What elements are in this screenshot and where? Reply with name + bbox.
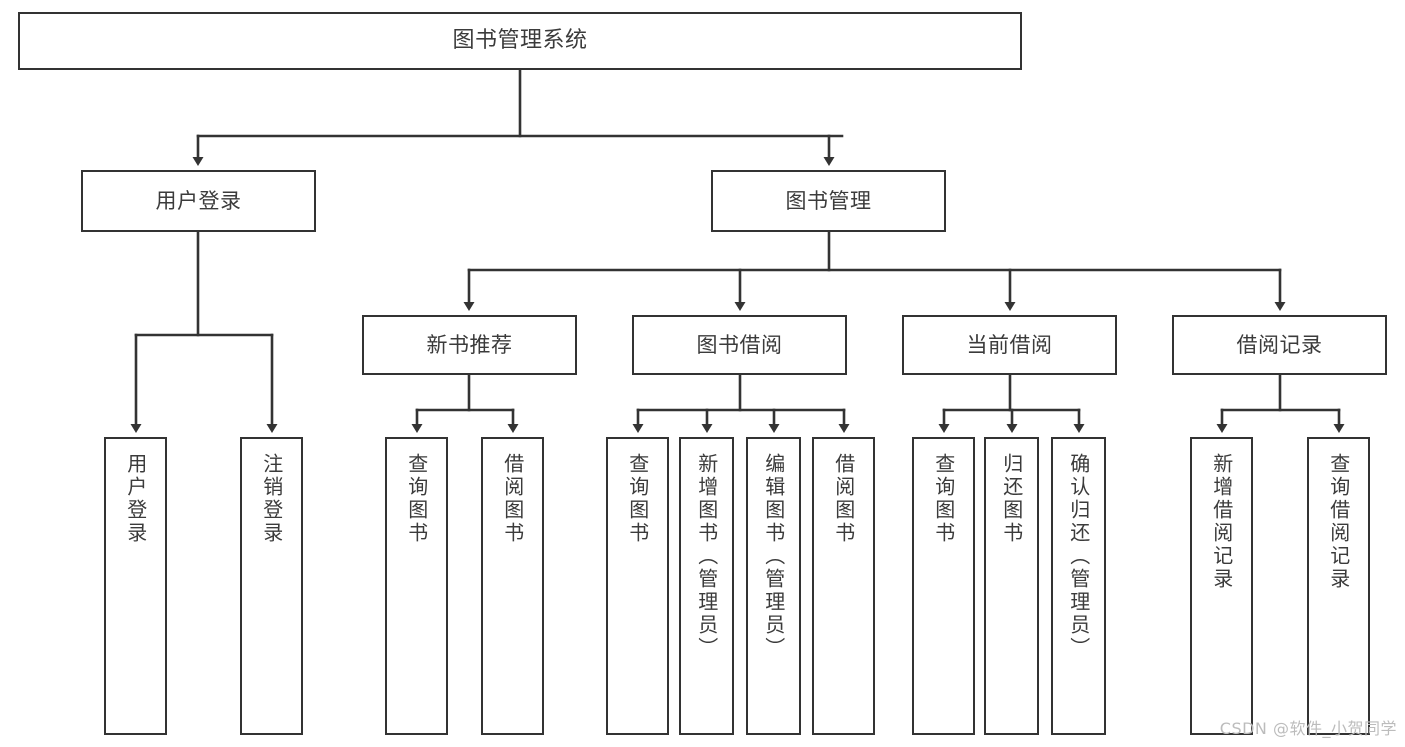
node-label: 查询借阅记录	[1326, 453, 1351, 591]
node-label: 确认归还（管理员）	[1066, 453, 1091, 660]
node-label: 查询图书	[404, 453, 429, 545]
node-user-login[interactable]: 用户登录	[81, 170, 316, 232]
node-label: 用户登录	[123, 453, 148, 545]
node-borrowing-records[interactable]: 借阅记录	[1172, 315, 1387, 375]
node-leaf-logout-login[interactable]: 注销登录	[240, 437, 303, 735]
node-leaf-borrow-book-borrowing[interactable]: 借阅图书	[812, 437, 875, 735]
node-leaf-user-login[interactable]: 用户登录	[104, 437, 167, 735]
node-label: 图书管理	[785, 188, 872, 213]
node-label: 新增图书（管理员）	[694, 453, 719, 660]
node-leaf-query-book-recommendation[interactable]: 查询图书	[385, 437, 448, 735]
node-label: 用户登录	[155, 188, 242, 213]
node-label: 图书借阅	[696, 332, 783, 357]
node-book-borrowing[interactable]: 图书借阅	[632, 315, 847, 375]
node-label: 新增借阅记录	[1209, 453, 1234, 591]
node-leaf-add-borrowing-record[interactable]: 新增借阅记录	[1190, 437, 1253, 735]
csdn-watermark: CSDN @软件_小贺同学	[1219, 719, 1397, 738]
node-new-book-recommendation[interactable]: 新书推荐	[362, 315, 577, 375]
node-label: 借阅记录	[1236, 332, 1323, 357]
node-leaf-add-book-admin[interactable]: 新增图书（管理员）	[679, 437, 734, 735]
node-label: 查询图书	[931, 453, 956, 545]
node-leaf-query-book-current[interactable]: 查询图书	[912, 437, 975, 735]
node-leaf-query-borrowing-record[interactable]: 查询借阅记录	[1307, 437, 1370, 735]
node-label: 注销登录	[259, 453, 284, 545]
node-book-management[interactable]: 图书管理	[711, 170, 946, 232]
node-label: 图书管理系统	[452, 28, 588, 54]
node-leaf-confirm-return-admin[interactable]: 确认归还（管理员）	[1051, 437, 1106, 735]
node-leaf-query-book-borrowing[interactable]: 查询图书	[606, 437, 669, 735]
node-leaf-edit-book-admin[interactable]: 编辑图书（管理员）	[746, 437, 801, 735]
node-root-book-management-system[interactable]: 图书管理系统	[18, 12, 1022, 70]
node-leaf-return-book[interactable]: 归还图书	[984, 437, 1039, 735]
node-leaf-borrow-book-recommendation[interactable]: 借阅图书	[481, 437, 544, 735]
node-label: 新书推荐	[426, 332, 513, 357]
node-label: 借阅图书	[831, 453, 856, 545]
node-label: 查询图书	[625, 453, 650, 545]
node-label: 归还图书	[999, 453, 1024, 545]
node-label: 当前借阅	[966, 332, 1053, 357]
node-label: 借阅图书	[500, 453, 525, 545]
node-current-borrowing[interactable]: 当前借阅	[902, 315, 1117, 375]
node-label: 编辑图书（管理员）	[761, 453, 786, 660]
